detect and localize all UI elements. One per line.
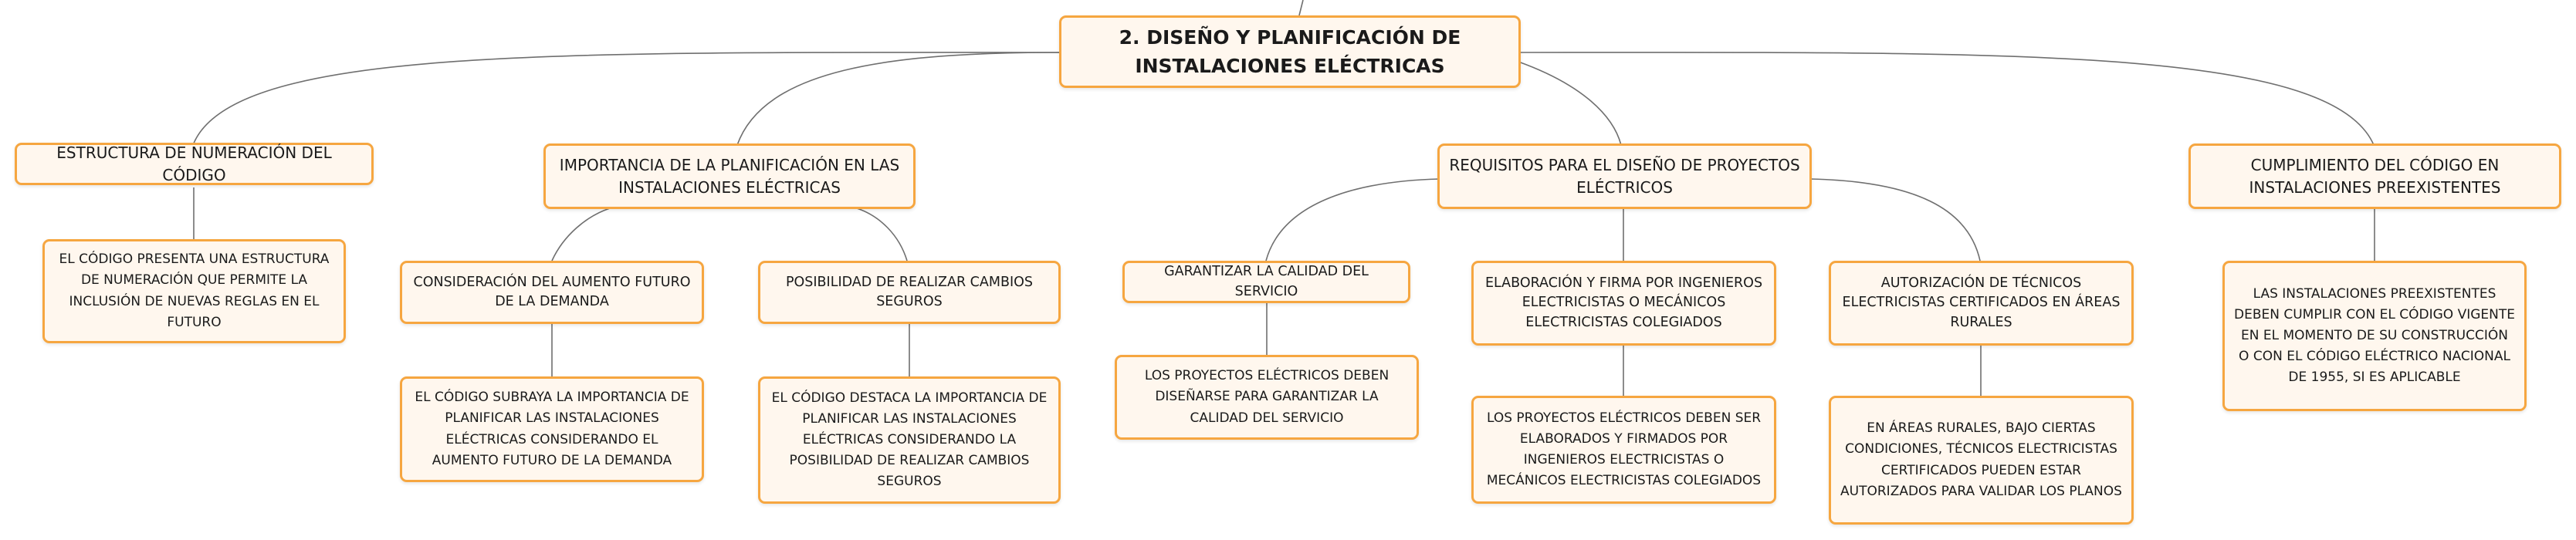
subtopic-licensed-engineers[interactable]: ELABORACIÓN Y FIRMA POR INGENIEROS ELECT… <box>1471 261 1776 346</box>
topic-preexisting-installations[interactable]: CUMPLIMIENTO DEL CÓDIGO EN INSTALACIONES… <box>2188 143 2561 209</box>
subtopic-label: AUTORIZACIÓN DE TÉCNICOS ELECTRICISTAS C… <box>1842 275 2121 330</box>
topic-code-numbering-structure[interactable]: ESTRUCTURA DE NUMERACIÓN DEL CÓDIGO <box>15 143 374 185</box>
detail-text: EL CÓDIGO SUBRAYA LA IMPORTANCIA DE PLAN… <box>415 390 689 468</box>
topic-label: CUMPLIMIENTO DEL CÓDIGO EN INSTALACIONES… <box>2249 155 2501 197</box>
topic-planning-importance[interactable]: IMPORTANCIA DE LA PLANIFICACIÓN EN LAS I… <box>543 143 916 209</box>
connector-root-branch-1 <box>192 52 1060 146</box>
detail-preexisting-installations[interactable]: LAS INSTALACIONES PREEXISTENTES DEBEN CU… <box>2222 261 2527 411</box>
connector-root-branch-4 <box>1518 52 2375 146</box>
detail-safe-changes[interactable]: EL CÓDIGO DESTACA LA IMPORTANCIA DE PLAN… <box>758 376 1061 504</box>
connector-root-branch-2 <box>736 52 1060 146</box>
detail-code-numbering-structure[interactable]: EL CÓDIGO PRESENTA UNA ESTRUCTURA DE NUM… <box>42 239 346 343</box>
detail-service-quality[interactable]: LOS PROYECTOS ELÉCTRICOS DEBEN DISEÑARSE… <box>1115 355 1419 440</box>
topic-label: ESTRUCTURA DE NUMERACIÓN DEL CÓDIGO <box>56 143 332 184</box>
connector-root-branch-3 <box>1518 61 1622 146</box>
subtopic-future-demand[interactable]: CONSIDERACIÓN DEL AUMENTO FUTURO DE LA D… <box>400 261 704 324</box>
subtopic-label: GARANTIZAR LA CALIDAD DEL SERVICIO <box>1164 264 1369 299</box>
detail-future-demand[interactable]: EL CÓDIGO SUBRAYA LA IMPORTANCIA DE PLAN… <box>400 376 704 482</box>
subtopic-service-quality[interactable]: GARANTIZAR LA CALIDAD DEL SERVICIO <box>1122 261 1410 303</box>
subtopic-safe-changes[interactable]: POSIBILIDAD DE REALIZAR CAMBIOS SEGUROS <box>758 261 1061 324</box>
connector-branch-3-child-3 <box>1809 178 1981 262</box>
detail-rural-technicians[interactable]: EN ÁREAS RURALES, BAJO CIERTAS CONDICION… <box>1829 396 2134 525</box>
topic-label: REQUISITOS PARA EL DISEÑO DE PROYECTOS E… <box>1449 155 1800 197</box>
connector-branch-2-child-2 <box>856 208 908 262</box>
subtopic-label: CONSIDERACIÓN DEL AUMENTO FUTURO DE LA D… <box>413 274 691 309</box>
root-topic[interactable]: 2. DISEÑO Y PLANIFICACIÓN DE INSTALACION… <box>1059 15 1521 88</box>
connector-branch-3-child-1 <box>1265 178 1440 262</box>
detail-licensed-engineers[interactable]: LOS PROYECTOS ELÉCTRICOS DEBEN SER ELABO… <box>1471 396 1776 504</box>
connector-root-up <box>1298 0 1304 16</box>
detail-text: LAS INSTALACIONES PREEXISTENTES DEBEN CU… <box>2234 285 2515 386</box>
topic-label: IMPORTANCIA DE LA PLANIFICACIÓN EN LAS I… <box>559 155 900 197</box>
detail-text: EN ÁREAS RURALES, BAJO CIERTAS CONDICION… <box>1840 420 2122 499</box>
subtopic-rural-technicians[interactable]: AUTORIZACIÓN DE TÉCNICOS ELECTRICISTAS C… <box>1829 261 2134 346</box>
subtopic-label: POSIBILIDAD DE REALIZAR CAMBIOS SEGUROS <box>785 274 1034 309</box>
detail-text: LOS PROYECTOS ELÉCTRICOS DEBEN SER ELABO… <box>1486 410 1762 489</box>
root-topic-label: 2. DISEÑO Y PLANIFICACIÓN DE INSTALACION… <box>1119 25 1461 78</box>
subtopic-label: ELABORACIÓN Y FIRMA POR INGENIEROS ELECT… <box>1484 275 1763 330</box>
detail-text: LOS PROYECTOS ELÉCTRICOS DEBEN DISEÑARSE… <box>1144 368 1390 426</box>
connector-branch-2-child-1 <box>551 208 611 262</box>
topic-design-requirements[interactable]: REQUISITOS PARA EL DISEÑO DE PROYECTOS E… <box>1437 143 1812 209</box>
detail-text: EL CÓDIGO DESTACA LA IMPORTANCIA DE PLAN… <box>771 390 1048 490</box>
detail-text: EL CÓDIGO PRESENTA UNA ESTRUCTURA DE NUM… <box>59 251 330 330</box>
